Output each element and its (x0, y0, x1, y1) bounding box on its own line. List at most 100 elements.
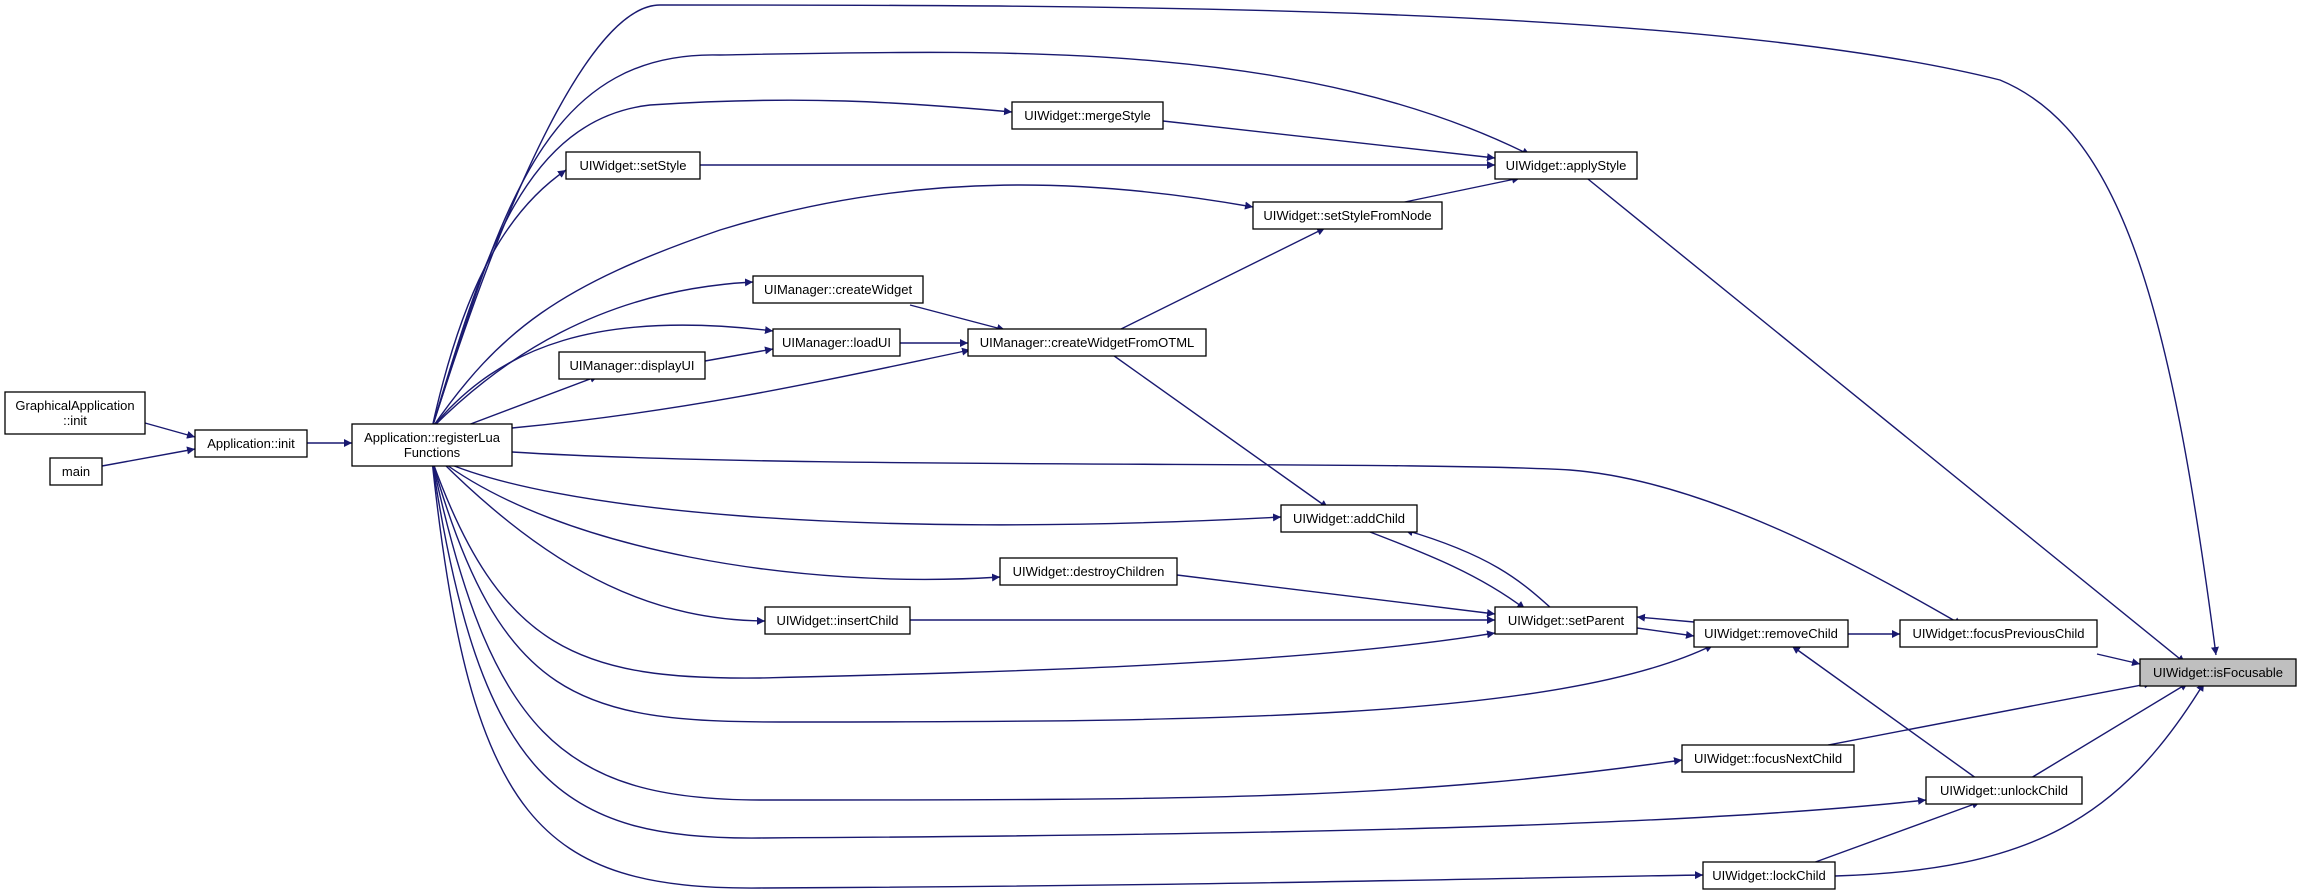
node-focusnext[interactable]: UIWidget::focusNextChild (1681, 744, 1855, 773)
edge-unlockchild-to-removechild (1791, 645, 1981, 782)
node-box (1252, 201, 1443, 230)
edge-main-to-app-init (101, 446, 196, 467)
node-label: UIWidget::setStyleFromNode (1263, 208, 1431, 223)
edge-registerlua-to-loadui (431, 324, 774, 429)
edge-applystyle-to-isfocusable (1582, 174, 2186, 664)
node-label: UIWidget::focusPreviousChild (1913, 626, 2085, 641)
node-label: UIWidget::lockChild (1712, 868, 1825, 883)
edge-stylefromnode-to-applystyle (1399, 175, 1521, 204)
edge-registerlua-to-lockchild (431, 459, 1704, 889)
node-box (558, 351, 706, 380)
node-lockchild[interactable]: UIWidget::lockChild (1702, 861, 1836, 890)
node-label: GraphicalApplication (15, 398, 134, 413)
node-label: UIWidget::setStyle (580, 158, 687, 173)
node-box (772, 328, 901, 357)
node-removechild[interactable]: UIWidget::removeChild (1693, 619, 1849, 648)
edge-registerlua-to-createwidget (431, 278, 754, 429)
edge-registerlua-to-focusprev (511, 451, 1963, 626)
node-label: UIWidget::unlockChild (1940, 783, 2068, 798)
node-label: UIWidget::insertChild (776, 613, 898, 628)
edge-registerlua-to-destroychildren (439, 459, 1001, 582)
edge-focusnext-to-isfocusable (1827, 680, 2153, 746)
node-app-init[interactable]: Application::init (194, 429, 308, 458)
node-box (764, 606, 911, 635)
call-edges (101, 4, 2219, 889)
node-label: UIManager::loadUI (782, 335, 891, 350)
node-label: UIWidget::applyStyle (1506, 158, 1627, 173)
node-label: UIManager::createWidgetFromOTML (980, 335, 1195, 350)
edge-destroychildren-to-setparent (1176, 574, 1496, 617)
edge-registerlua-to-stylefromnode (431, 184, 1254, 429)
node-label: UIManager::displayUI (570, 358, 695, 373)
node-setstyle[interactable]: UIWidget::setStyle (565, 151, 701, 180)
node-box (1494, 606, 1638, 635)
edge-createwidget-to-fromotml (909, 304, 1006, 332)
node-label: UIWidget::destroyChildren (1013, 564, 1165, 579)
edge-mergestyle-to-applystyle (1162, 120, 1496, 162)
node-label: UIManager::createWidget (764, 282, 913, 297)
edge-lockchild-to-unlockchild (1809, 800, 1981, 865)
node-label: UIWidget::removeChild (1704, 626, 1838, 641)
node-box (1925, 776, 2083, 805)
edge-registerlua-to-unlockchild (431, 459, 1927, 839)
edge-ga-init-to-app-init (144, 422, 196, 439)
node-box (1702, 861, 1836, 890)
node-label: UIWidget::setParent (1508, 613, 1625, 628)
node-box (967, 328, 1207, 357)
node-label: main (62, 464, 90, 479)
edge-focusprev-to-isfocusable (2096, 653, 2141, 667)
node-box (4, 391, 146, 435)
node-box (1280, 504, 1418, 533)
node-box (1899, 619, 2098, 648)
edge-addchild-to-setparent (1369, 531, 1526, 610)
node-setparent[interactable]: UIWidget::setParent (1494, 606, 1638, 635)
node-box (2139, 658, 2297, 687)
node-label: Functions (404, 445, 461, 460)
edge-unlockchild-to-isfocusable (2025, 682, 2189, 782)
node-label: UIWidget::addChild (1293, 511, 1405, 526)
node-label: UIWidget::isFocusable (2153, 665, 2283, 680)
node-box (351, 423, 513, 467)
edge-registerlua-to-applystyle (431, 51, 1531, 429)
edge-fromotml-to-stylefromnode (1114, 227, 1326, 333)
edge-registerlua-to-fromotml (511, 347, 971, 429)
node-fromotml[interactable]: UIManager::createWidgetFromOTML (967, 328, 1207, 357)
edge-registerlua-to-removechild (431, 459, 1714, 723)
node-box (999, 557, 1178, 586)
edge-displayui-to-loadui (704, 346, 774, 362)
edge-fromotml-to-addchild (1109, 352, 1329, 509)
node-loadui[interactable]: UIManager::loadUI (772, 328, 901, 357)
node-box (1681, 744, 1855, 773)
node-box (194, 429, 308, 458)
node-box (752, 275, 924, 304)
node-box (49, 457, 103, 486)
node-stylefromnode[interactable]: UIWidget::setStyleFromNode (1252, 201, 1443, 230)
edge-registerlua-to-addchild (439, 459, 1282, 526)
edge-setparent-to-addchild (1404, 528, 1553, 610)
node-box (1494, 151, 1638, 180)
edge-registerlua-to-focusnext (431, 459, 1683, 801)
node-label: Application::init (207, 436, 295, 451)
node-box (565, 151, 701, 180)
node-label: Application::registerLua (364, 430, 501, 445)
node-createwidget[interactable]: UIManager::createWidget (752, 275, 924, 304)
edge-registerlua-to-displayui (459, 375, 599, 429)
node-box (1011, 101, 1164, 130)
node-isfocusable[interactable]: UIWidget::isFocusable (2139, 658, 2297, 687)
node-label: ::init (63, 413, 87, 428)
node-label: UIWidget::focusNextChild (1694, 751, 1842, 766)
node-insertchild[interactable]: UIWidget::insertChild (764, 606, 911, 635)
edge-registerlua-to-setstyle (431, 169, 567, 429)
edge-registerlua-to-setparent (431, 459, 1496, 679)
node-addchild[interactable]: UIWidget::addChild (1280, 504, 1418, 533)
node-focusprev[interactable]: UIWidget::focusPreviousChild (1899, 619, 2098, 648)
node-mergestyle[interactable]: UIWidget::mergeStyle (1011, 101, 1164, 130)
node-ga-init[interactable]: GraphicalApplication::init (4, 391, 146, 435)
node-unlockchild[interactable]: UIWidget::unlockChild (1925, 776, 2083, 805)
node-applystyle[interactable]: UIWidget::applyStyle (1494, 151, 1638, 180)
node-destroychildren[interactable]: UIWidget::destroyChildren (999, 557, 1178, 586)
edge-registerlua-to-insertchild (439, 459, 766, 625)
node-main[interactable]: main (49, 457, 103, 486)
node-displayui[interactable]: UIManager::displayUI (558, 351, 706, 380)
